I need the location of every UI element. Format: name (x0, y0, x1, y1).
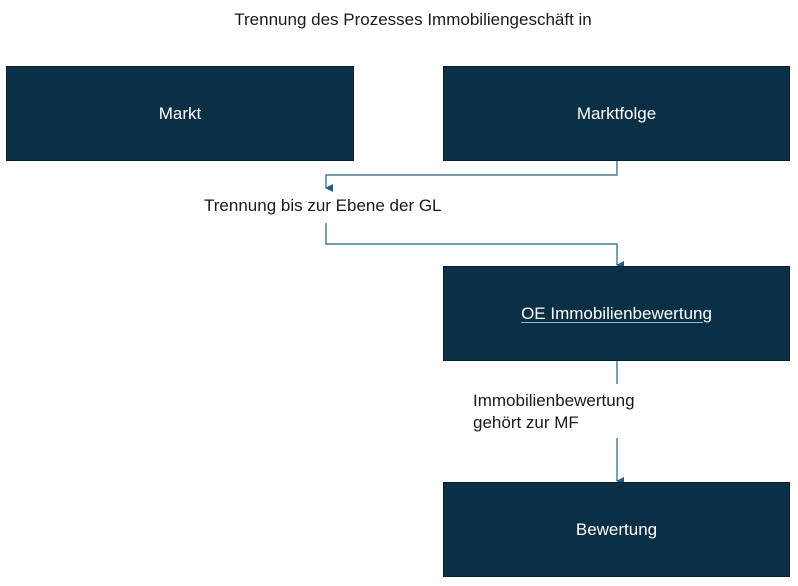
immobilienbewertung-label: Immobilienbewertung gehört zur MF (473, 390, 635, 434)
immobilienbewertung-label-line2: gehört zur MF (473, 413, 579, 432)
markt-box: Markt (6, 66, 354, 161)
oe-immobilienbewertung-link[interactable]: OE Immobilienbewertung (521, 303, 712, 323)
bewertung-box-label: Bewertung (575, 519, 658, 539)
connector-marktfolge-to-gl (325, 161, 618, 192)
bewertung-box: Bewertung (443, 482, 790, 577)
immobilienbewertung-label-line1: Immobilienbewertung (473, 391, 635, 410)
oe-immobilienbewertung-box[interactable]: OE Immobilienbewertung (443, 266, 790, 361)
marktfolge-box: Marktfolge (443, 66, 790, 161)
diagram-title: Trennung des Prozesses Immobiliengeschäf… (234, 10, 592, 29)
trennung-gl-label: Trennung bis zur Ebene der GL (204, 195, 442, 217)
markt-box-label: Markt (158, 103, 202, 123)
marktfolge-box-label: Marktfolge (576, 103, 657, 123)
connector-gl-to-oe (325, 223, 624, 269)
